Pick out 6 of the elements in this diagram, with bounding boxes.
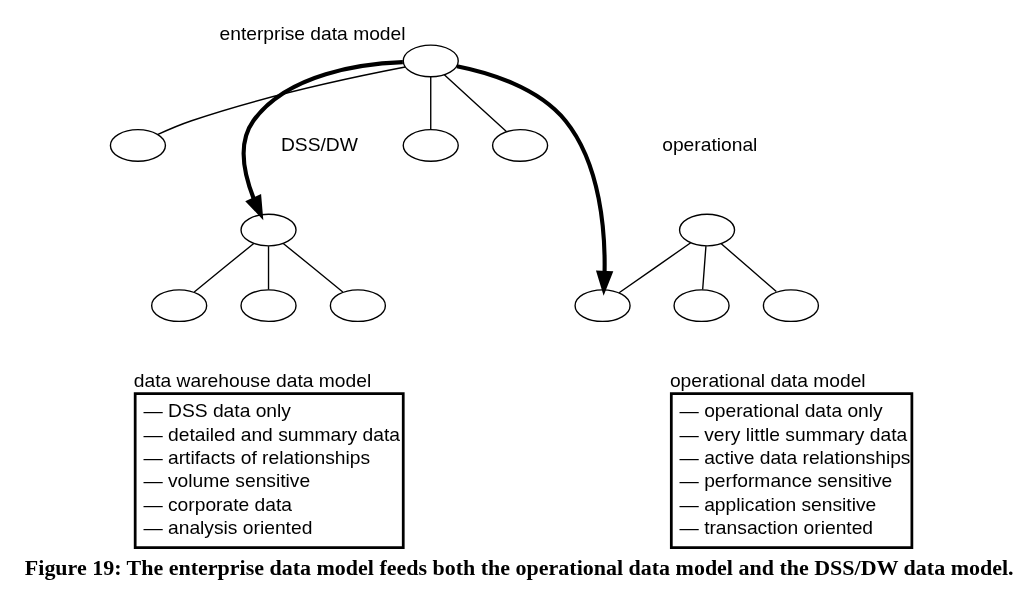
caption: Figure 19: The enterprise data model feeds both the operational data model and the DSS/DW data model. xyxy=(24,554,1014,580)
node-label: operational data model xyxy=(669,369,866,391)
label: operational xyxy=(662,133,758,155)
label: DSS/DW xyxy=(280,133,358,155)
node-label: data warehouse data model xyxy=(133,369,372,391)
node-label: enterprise data model xyxy=(219,22,406,44)
